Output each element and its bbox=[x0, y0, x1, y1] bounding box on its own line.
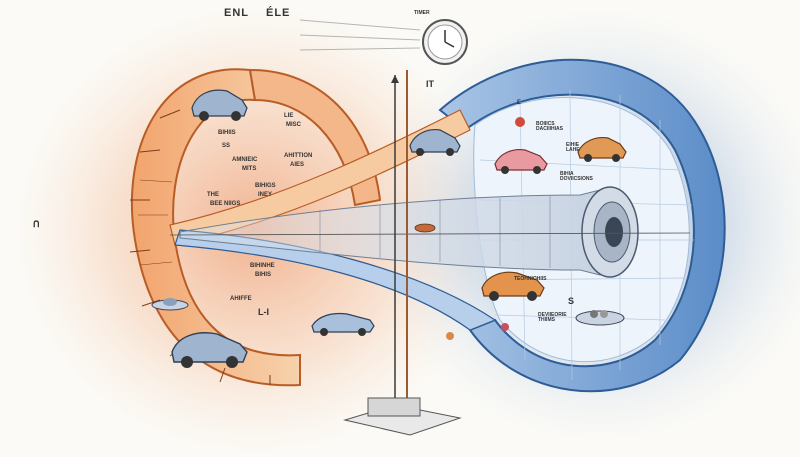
ring-label: AMNIEIC bbox=[232, 157, 258, 163]
ring-label: AHIFFE bbox=[230, 296, 252, 302]
loop-label: DEVIIEORIE THIIMS bbox=[538, 312, 567, 324]
loop-label: S bbox=[568, 296, 575, 306]
car-icon bbox=[577, 136, 627, 162]
measuring-pole-icon bbox=[391, 70, 408, 400]
loop-label: BIHIA DOVIICSIONS bbox=[560, 171, 593, 183]
ring-label: SS bbox=[222, 143, 231, 149]
loop-label: EIHIE LAHE bbox=[566, 142, 580, 154]
clock-tag-label: TIMER bbox=[414, 10, 430, 16]
ball-icon bbox=[414, 117, 525, 340]
left-edge-glyph: ᑎ bbox=[33, 219, 40, 229]
header-label-left: ENL bbox=[224, 7, 249, 19]
car-icon bbox=[494, 148, 548, 174]
time-tunnel bbox=[169, 186, 691, 278]
header-label-mid: ÉLE bbox=[266, 7, 291, 19]
ring-label: THE bbox=[207, 192, 219, 198]
car-icon bbox=[191, 89, 248, 121]
loop-label: E bbox=[517, 100, 522, 106]
loop-label: BOIIICS DACIIIHIAS bbox=[536, 121, 563, 133]
ring-label: BIHIS bbox=[255, 272, 272, 278]
flying-saucer-icon bbox=[151, 298, 189, 311]
flying-saucer-icon bbox=[575, 310, 625, 326]
ring-label: BIHINHE bbox=[250, 263, 275, 269]
ring-label: LIE bbox=[284, 113, 294, 119]
car-icon bbox=[481, 271, 545, 301]
ring-label: BIHIIS bbox=[218, 130, 236, 136]
ring-label: BEE NIIGS bbox=[210, 201, 241, 207]
base-plate-icon bbox=[343, 397, 462, 436]
car-icon bbox=[171, 332, 248, 368]
ring-label: MISC bbox=[286, 122, 301, 128]
ring-label: INEY bbox=[258, 192, 273, 198]
ring-label: AHITTION bbox=[284, 153, 313, 159]
car-icon bbox=[409, 129, 461, 156]
ring-label: BIHIGS bbox=[255, 183, 276, 189]
clock-icon bbox=[299, 19, 468, 65]
loop-label: TEOHNIOHIIS bbox=[514, 276, 547, 282]
clock-side-label: IT bbox=[426, 79, 434, 89]
ring-label: MITS bbox=[242, 166, 257, 172]
ring-label: L-I bbox=[258, 307, 269, 317]
ring-label: AIES bbox=[290, 162, 305, 168]
car-icon bbox=[311, 312, 375, 336]
